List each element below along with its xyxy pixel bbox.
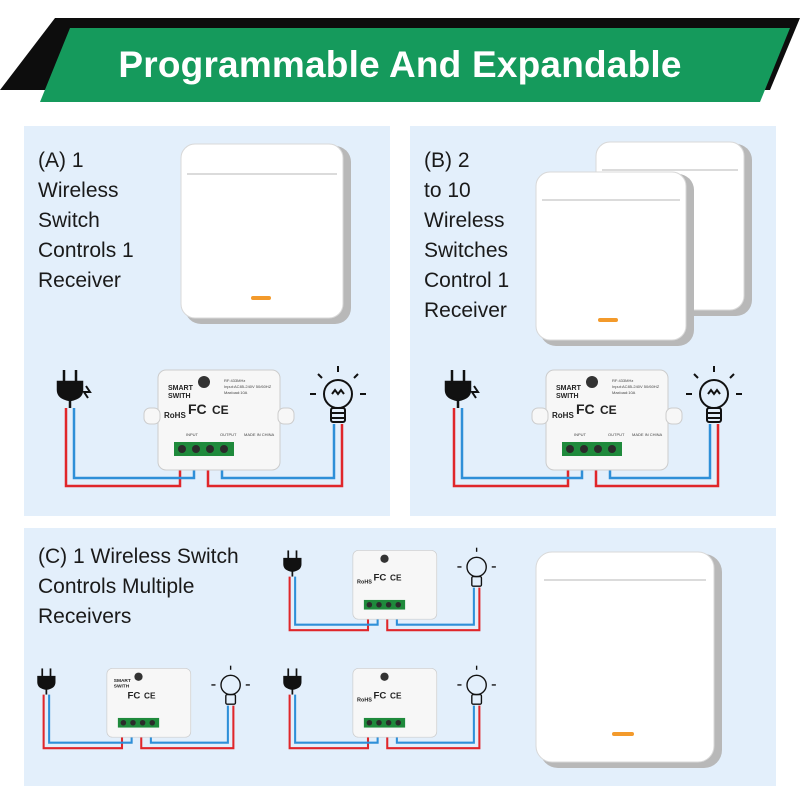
light-bulb-icon <box>686 366 742 423</box>
panel-b: (B) 2 to 10 Wireless Switches Control 1 … <box>410 126 776 516</box>
svg-text:Maxload:10A: Maxload:10A <box>612 390 636 395</box>
panel-b-caption: (B) 2 to 10 Wireless Switches Control 1 … <box>424 146 509 326</box>
header-banner: Programmable And Expandable <box>0 0 800 110</box>
caption-line: Wireless <box>38 179 119 202</box>
svg-text:Input:AC85-240V 50/60HZ: Input:AC85-240V 50/60HZ <box>612 384 660 389</box>
svg-text:CE: CE <box>600 403 617 417</box>
panel-a-caption: (A) 1 Wireless Switch Controls 1 Receive… <box>38 146 134 296</box>
panel-a: (A) 1 Wireless Switch Controls 1 Receive… <box>24 126 390 516</box>
svg-text:MADE IN CHINA: MADE IN CHINA <box>632 432 663 437</box>
plug-icon <box>37 668 56 695</box>
receiver-diagram: SMART SWITH RF:433MHz Input:AC85-240V 50… <box>440 364 760 494</box>
receiver-diagram: FC CE RoHS <box>280 664 500 754</box>
svg-text:SWITH: SWITH <box>556 393 579 400</box>
light-bulb-icon <box>310 366 366 423</box>
svg-text:SWITH: SWITH <box>168 393 191 400</box>
svg-text:SMART: SMART <box>168 385 194 392</box>
svg-text:Input:AC85-240V 50/60HZ: Input:AC85-240V 50/60HZ <box>224 384 272 389</box>
svg-text:FC: FC <box>128 691 141 702</box>
svg-text:RoHS: RoHS <box>357 579 372 585</box>
caption-line: Switch <box>38 209 100 232</box>
caption-line: (A) 1 <box>38 149 84 172</box>
caption-line: Receivers <box>38 605 132 628</box>
svg-text:RoHS: RoHS <box>164 411 186 420</box>
svg-text:SWITH: SWITH <box>114 684 130 690</box>
svg-text:FC: FC <box>374 573 387 584</box>
wireless-switch <box>179 142 355 328</box>
svg-text:SMART: SMART <box>114 678 131 684</box>
svg-text:Maxload:10A: Maxload:10A <box>224 390 248 395</box>
banner-shape <box>0 18 800 102</box>
svg-text:OUTPUT: OUTPUT <box>220 432 237 437</box>
wireless-switch <box>534 170 696 350</box>
panel-c-caption: (C) 1 Wireless Switch Controls Multiple … <box>38 542 239 632</box>
svg-text:INPUT: INPUT <box>186 432 199 437</box>
svg-text:FC: FC <box>188 401 207 417</box>
svg-text:RF:433MHz: RF:433MHz <box>612 378 633 383</box>
caption-line: (B) 2 <box>424 149 470 172</box>
caption-line: Controls Multiple <box>38 575 195 598</box>
svg-text:FC: FC <box>374 691 387 702</box>
svg-text:MADE IN CHINA: MADE IN CHINA <box>244 432 275 437</box>
receiver-diagram: SMART SWITH RF:433MHz Input:AC85-240V 50… <box>52 364 372 494</box>
plug-icon <box>283 550 302 577</box>
page-title: Programmable And Expandable <box>118 44 682 85</box>
svg-text:CE: CE <box>212 403 229 417</box>
light-bulb-icon <box>457 547 496 587</box>
svg-text:FC: FC <box>576 401 595 417</box>
svg-text:RoHS: RoHS <box>552 411 574 420</box>
plug-icon <box>283 668 302 695</box>
plug-icon <box>444 370 480 408</box>
plug-icon <box>56 370 92 408</box>
caption-line: Receiver <box>424 299 507 322</box>
receiver-diagram: SMART SWITH FC CE <box>34 664 254 754</box>
svg-text:OUTPUT: OUTPUT <box>608 432 625 437</box>
caption-line: (C) 1 Wireless Switch <box>38 545 239 568</box>
svg-text:RF:433MHz: RF:433MHz <box>224 378 245 383</box>
svg-text:RoHS: RoHS <box>357 697 372 703</box>
light-bulb-icon <box>211 665 250 705</box>
caption-line: Wireless <box>424 209 505 232</box>
wireless-switch <box>534 550 724 772</box>
caption-line: Controls 1 <box>38 239 134 262</box>
svg-text:SMART: SMART <box>556 385 582 392</box>
panel-c: (C) 1 Wireless Switch Controls Multiple … <box>24 528 776 786</box>
svg-text:INPUT: INPUT <box>574 432 587 437</box>
caption-line: Switches <box>424 239 509 262</box>
svg-text:CE: CE <box>144 692 156 701</box>
receiver-diagram: FC CE RoHS <box>280 546 500 636</box>
svg-text:CE: CE <box>390 692 402 701</box>
caption-line: Receiver <box>38 269 121 292</box>
caption-line: to 10 <box>424 179 471 202</box>
svg-text:CE: CE <box>390 574 402 583</box>
light-bulb-icon <box>457 665 496 705</box>
caption-line: Control 1 <box>424 269 510 292</box>
